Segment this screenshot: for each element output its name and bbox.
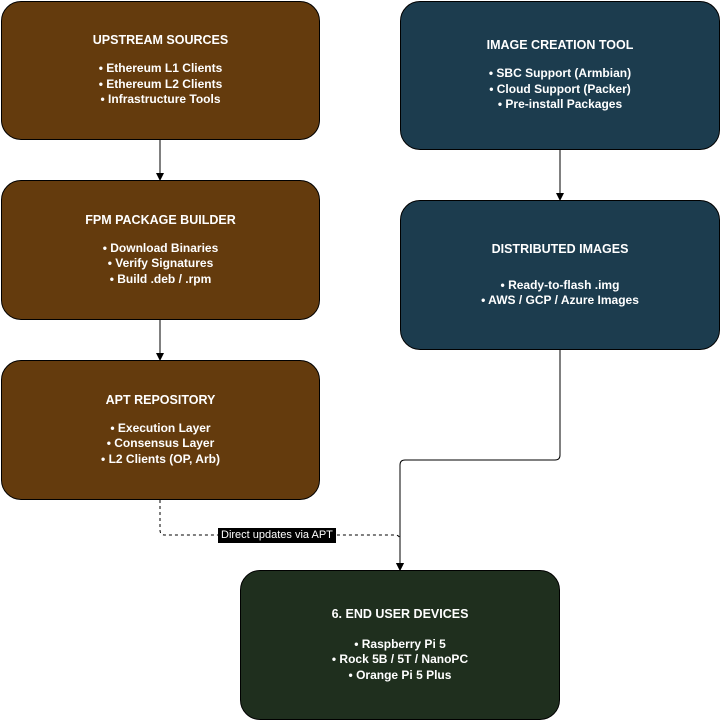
node-title: FPM PACKAGE BUILDER <box>85 212 236 227</box>
node-item: • Raspberry Pi 5 <box>354 636 446 651</box>
node-upstream-sources: UPSTREAM SOURCES • Ethereum L1 Clients •… <box>1 1 320 140</box>
node-item: • Verify Signatures <box>107 256 214 271</box>
node-title: IMAGE CREATION TOOL <box>486 38 634 53</box>
node-item: • AWS / GCP / Azure Images <box>481 293 639 307</box>
node-end-user-devices: 6. END USER DEVICES • Raspberry Pi 5 • R… <box>240 570 560 720</box>
node-apt-repository: APT REPOSITORY • Execution Layer • Conse… <box>1 360 320 500</box>
node-item: • Build .deb / .rpm <box>109 271 212 286</box>
node-item: • Infrastructure Tools <box>100 92 221 107</box>
node-title: DISTRIBUTED IMAGES <box>491 241 629 256</box>
node-item: • Execution Layer <box>110 420 211 435</box>
node-item: • Consensus Layer <box>106 436 215 451</box>
node-fpm-package-builder: FPM PACKAGE BUILDER • Download Binaries … <box>1 180 320 320</box>
node-item: • Ready-to-flash .img <box>500 277 620 292</box>
node-item: • Orange Pi 5 Plus <box>348 667 452 682</box>
node-item: • Cloud Support (Packer) <box>489 81 631 96</box>
node-item: • Pre-install Packages <box>497 97 623 112</box>
node-item: • L2 Clients (OP, Arb) <box>101 451 220 466</box>
node-item: • Ethereum L1 Clients <box>98 61 223 76</box>
node-item: • Rock 5B / 5T / NanoPC <box>331 652 469 667</box>
edge-distributed-to-devices <box>396 350 561 571</box>
node-item: • SBC Support (Armbian) <box>488 66 632 81</box>
node-item: • Ethereum L2 Clients <box>98 76 223 91</box>
node-title: 6. END USER DEVICES <box>331 606 469 621</box>
edge-label-direct-updates: Direct updates via APT <box>218 528 336 543</box>
node-title: UPSTREAM SOURCES <box>92 33 229 48</box>
node-item: • Download Binaries <box>102 240 219 255</box>
node-title: APT REPOSITORY <box>105 392 216 407</box>
node-image-creation-tool: IMAGE CREATION TOOL • SBC Support (Armbi… <box>400 1 720 150</box>
node-distributed-images: DISTRIBUTED IMAGES • Ready-to-flash .img… <box>400 200 720 350</box>
